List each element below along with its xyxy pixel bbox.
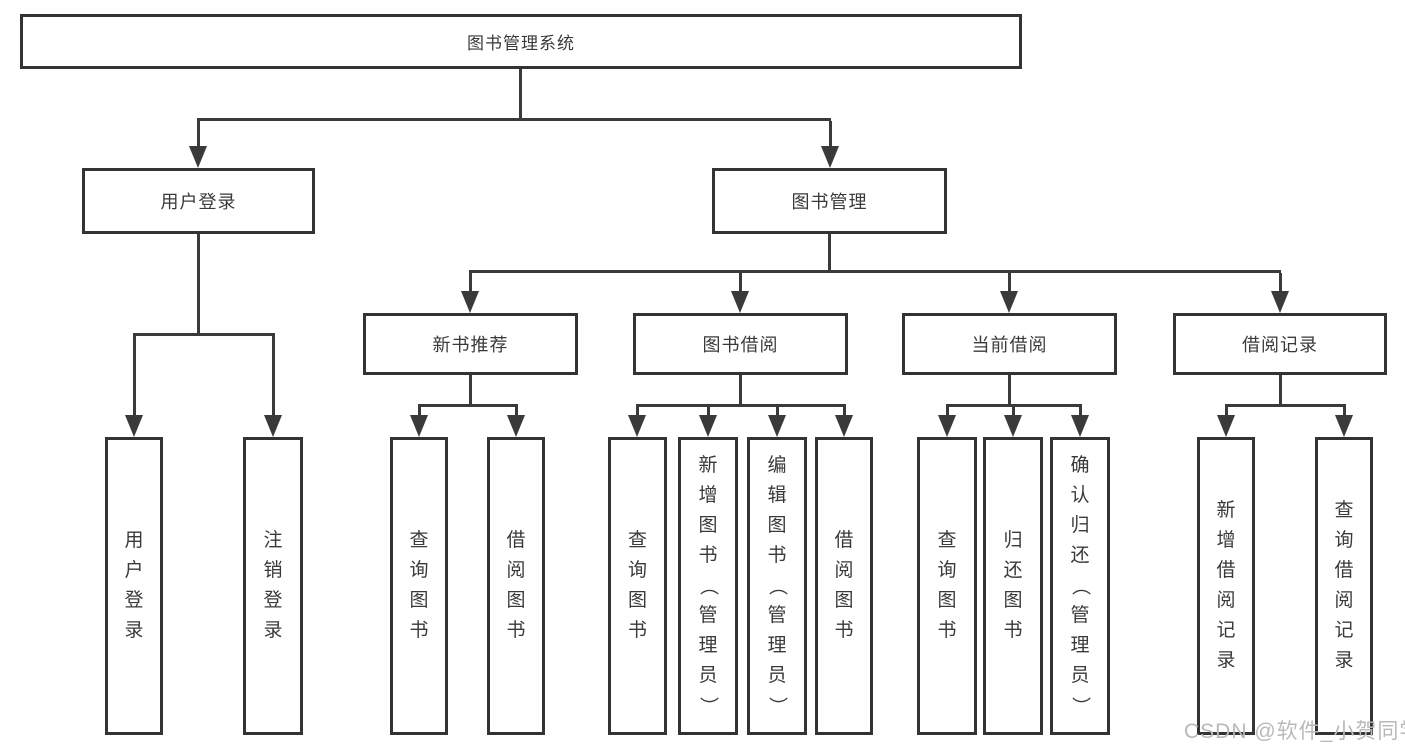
leaf-add-borrow-record: 新增借阅记录 bbox=[1197, 437, 1255, 735]
node-label: 查询借阅记录 bbox=[1334, 500, 1354, 671]
leaf-edit-books-admin: 编辑图书（管理员） bbox=[747, 437, 807, 735]
arrow-down-icon bbox=[507, 415, 525, 437]
arrow-down-icon bbox=[699, 415, 717, 437]
connector-line bbox=[469, 273, 472, 291]
connector-line bbox=[272, 336, 275, 415]
connector-line bbox=[1008, 375, 1011, 407]
leaf-borrow-books-recommend: 借阅图书 bbox=[487, 437, 545, 735]
connector-line bbox=[519, 69, 522, 120]
leaf-user-login: 用户登录 bbox=[105, 437, 163, 735]
leaf-add-books-admin: 新增图书（管理员） bbox=[678, 437, 738, 735]
arrow-down-icon bbox=[835, 415, 853, 437]
connector-line bbox=[776, 407, 779, 415]
connector-line bbox=[946, 407, 949, 415]
connector-line bbox=[636, 404, 846, 407]
arrow-down-icon bbox=[461, 291, 479, 313]
connector-line bbox=[946, 404, 1082, 407]
leaf-logout-login: 注销登录 bbox=[243, 437, 303, 735]
connector-line bbox=[829, 121, 832, 146]
leaf-query-books-current: 查询图书 bbox=[917, 437, 977, 735]
node-label: 借阅图书 bbox=[506, 530, 526, 641]
node-label: 新增图书（管理员） bbox=[697, 455, 719, 716]
connector-line bbox=[469, 375, 472, 407]
connector-line bbox=[636, 407, 639, 415]
arrow-down-icon bbox=[264, 415, 282, 437]
leaf-borrow-books: 借阅图书 bbox=[815, 437, 873, 735]
connector-line bbox=[418, 407, 421, 415]
node-root-library-system: 图书管理系统 bbox=[20, 14, 1022, 69]
node-label: 编辑图书（管理员） bbox=[766, 455, 788, 716]
node-label: 借阅图书 bbox=[834, 530, 854, 641]
arrow-down-icon bbox=[189, 146, 207, 168]
arrow-down-icon bbox=[938, 415, 956, 437]
connector-line bbox=[515, 407, 518, 415]
connector-line bbox=[1225, 407, 1228, 415]
leaf-return-books: 归还图书 bbox=[983, 437, 1043, 735]
connector-line bbox=[197, 234, 200, 335]
connector-line bbox=[1079, 407, 1082, 415]
node-label: 借阅记录 bbox=[1242, 335, 1318, 355]
node-label: 图书管理 bbox=[791, 192, 868, 212]
node-label: 图书管理系统 bbox=[467, 34, 575, 53]
leaf-query-books-borrow: 查询图书 bbox=[608, 437, 667, 735]
connector-line bbox=[418, 404, 518, 407]
arrow-down-icon bbox=[1071, 415, 1089, 437]
node-label: 查询图书 bbox=[937, 530, 957, 641]
arrow-down-icon bbox=[410, 415, 428, 437]
connector-line bbox=[469, 270, 1281, 273]
node-label: 确认归还（管理员） bbox=[1069, 455, 1091, 716]
connector-line bbox=[739, 375, 742, 407]
connector-line bbox=[1343, 407, 1346, 415]
node-label: 查询图书 bbox=[627, 530, 647, 641]
connector-line bbox=[197, 121, 200, 146]
connector-line bbox=[739, 273, 742, 291]
node-current-borrowing: 当前借阅 bbox=[902, 313, 1117, 375]
node-user-login: 用户登录 bbox=[82, 168, 315, 234]
connector-line bbox=[843, 407, 846, 415]
leaf-confirm-return-admin: 确认归还（管理员） bbox=[1050, 437, 1110, 735]
connector-line bbox=[828, 234, 831, 272]
node-label: 新增借阅记录 bbox=[1216, 500, 1236, 671]
connector-line bbox=[1279, 273, 1282, 291]
connector-line bbox=[1012, 407, 1015, 415]
connector-line bbox=[133, 336, 136, 415]
node-label: 用户登录 bbox=[124, 530, 144, 641]
node-label: 查询图书 bbox=[409, 530, 429, 641]
arrow-down-icon bbox=[768, 415, 786, 437]
node-label: 归还图书 bbox=[1003, 530, 1023, 641]
csdn-watermark: CSDN @软件_小贺同学 bbox=[1184, 720, 1405, 743]
connector-line bbox=[1279, 375, 1282, 407]
arrow-down-icon bbox=[1217, 415, 1235, 437]
node-label: 图书借阅 bbox=[702, 335, 779, 355]
node-label: 当前借阅 bbox=[971, 335, 1048, 355]
arrow-down-icon bbox=[1271, 291, 1289, 313]
connector-line bbox=[1008, 273, 1011, 291]
node-book-management: 图书管理 bbox=[712, 168, 947, 234]
arrow-down-icon bbox=[628, 415, 646, 437]
connector-line bbox=[197, 118, 831, 121]
node-label: 注销登录 bbox=[263, 530, 283, 641]
node-book-borrowing: 图书借阅 bbox=[633, 313, 848, 375]
node-new-book-recommend: 新书推荐 bbox=[363, 313, 578, 375]
arrow-down-icon bbox=[731, 291, 749, 313]
node-label: 用户登录 bbox=[160, 192, 237, 212]
connector-line bbox=[1225, 404, 1346, 407]
arrow-down-icon bbox=[1000, 291, 1018, 313]
arrow-down-icon bbox=[1335, 415, 1353, 437]
arrow-down-icon bbox=[1004, 415, 1022, 437]
leaf-query-borrow-record: 查询借阅记录 bbox=[1315, 437, 1373, 735]
connector-line bbox=[133, 333, 275, 336]
node-borrowing-records: 借阅记录 bbox=[1173, 313, 1387, 375]
leaf-query-books-recommend: 查询图书 bbox=[390, 437, 448, 735]
node-label: 新书推荐 bbox=[432, 335, 509, 355]
arrow-down-icon bbox=[821, 146, 839, 168]
arrow-down-icon bbox=[125, 415, 143, 437]
connector-line bbox=[707, 407, 710, 415]
